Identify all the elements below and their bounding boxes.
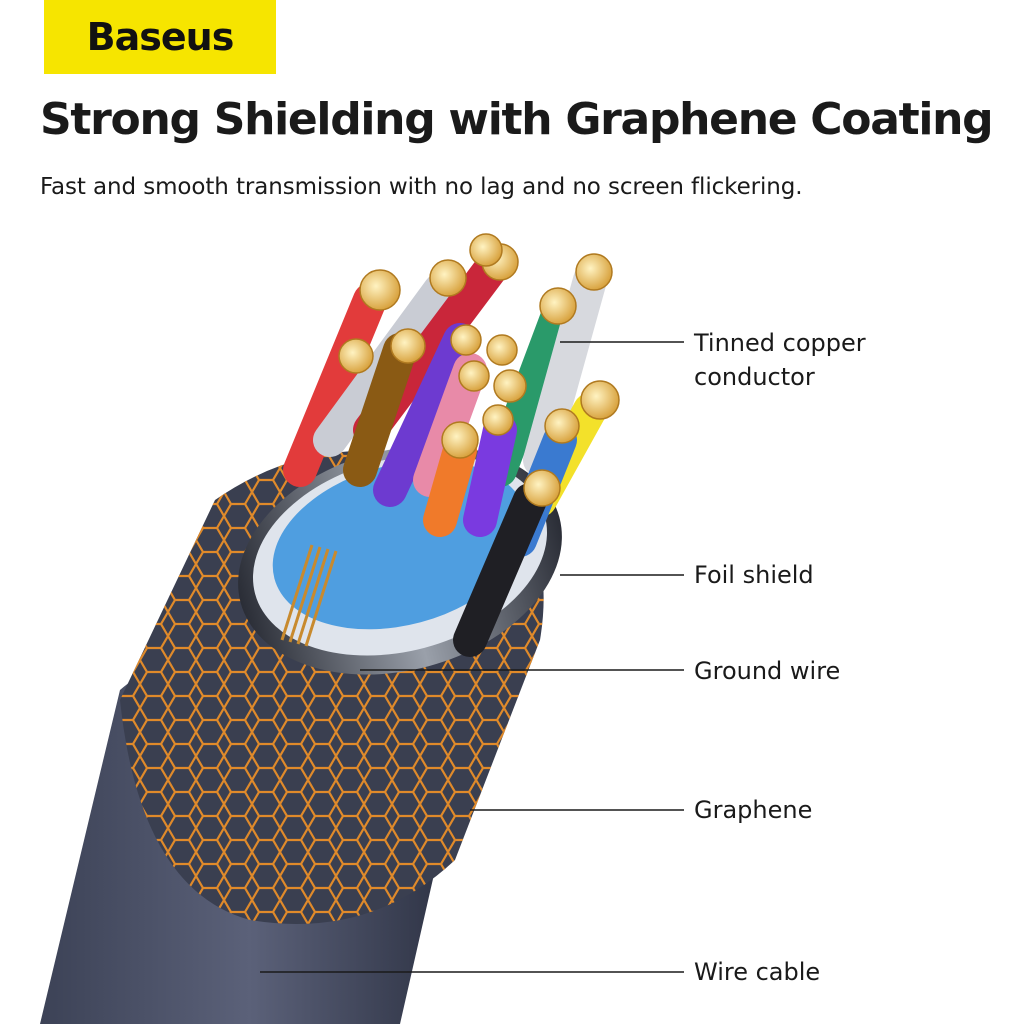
callout-conductor-line2: conductor — [694, 363, 815, 391]
callout-foil-shield: Foil shield — [694, 561, 814, 589]
conductor-strands — [338, 233, 620, 507]
callout-ground-wire: Ground wire — [694, 657, 841, 685]
callout-conductor-line1: Tinned copper — [694, 329, 866, 357]
headline: Strong Shielding with Graphene Coating — [40, 94, 994, 145]
callout-graphene: Graphene — [694, 796, 813, 824]
subheadline: Fast and smooth transmission with no lag… — [40, 174, 803, 200]
brand-logo: Baseus — [44, 0, 276, 74]
brand-logo-text: Baseus — [86, 15, 235, 59]
callout-tinned-copper-conductor: Tinned copper conductor — [694, 326, 866, 394]
cable-cross-section-illustration — [40, 233, 684, 1024]
ground-wire — [280, 544, 338, 647]
callout-wire-cable: Wire cable — [694, 958, 821, 986]
